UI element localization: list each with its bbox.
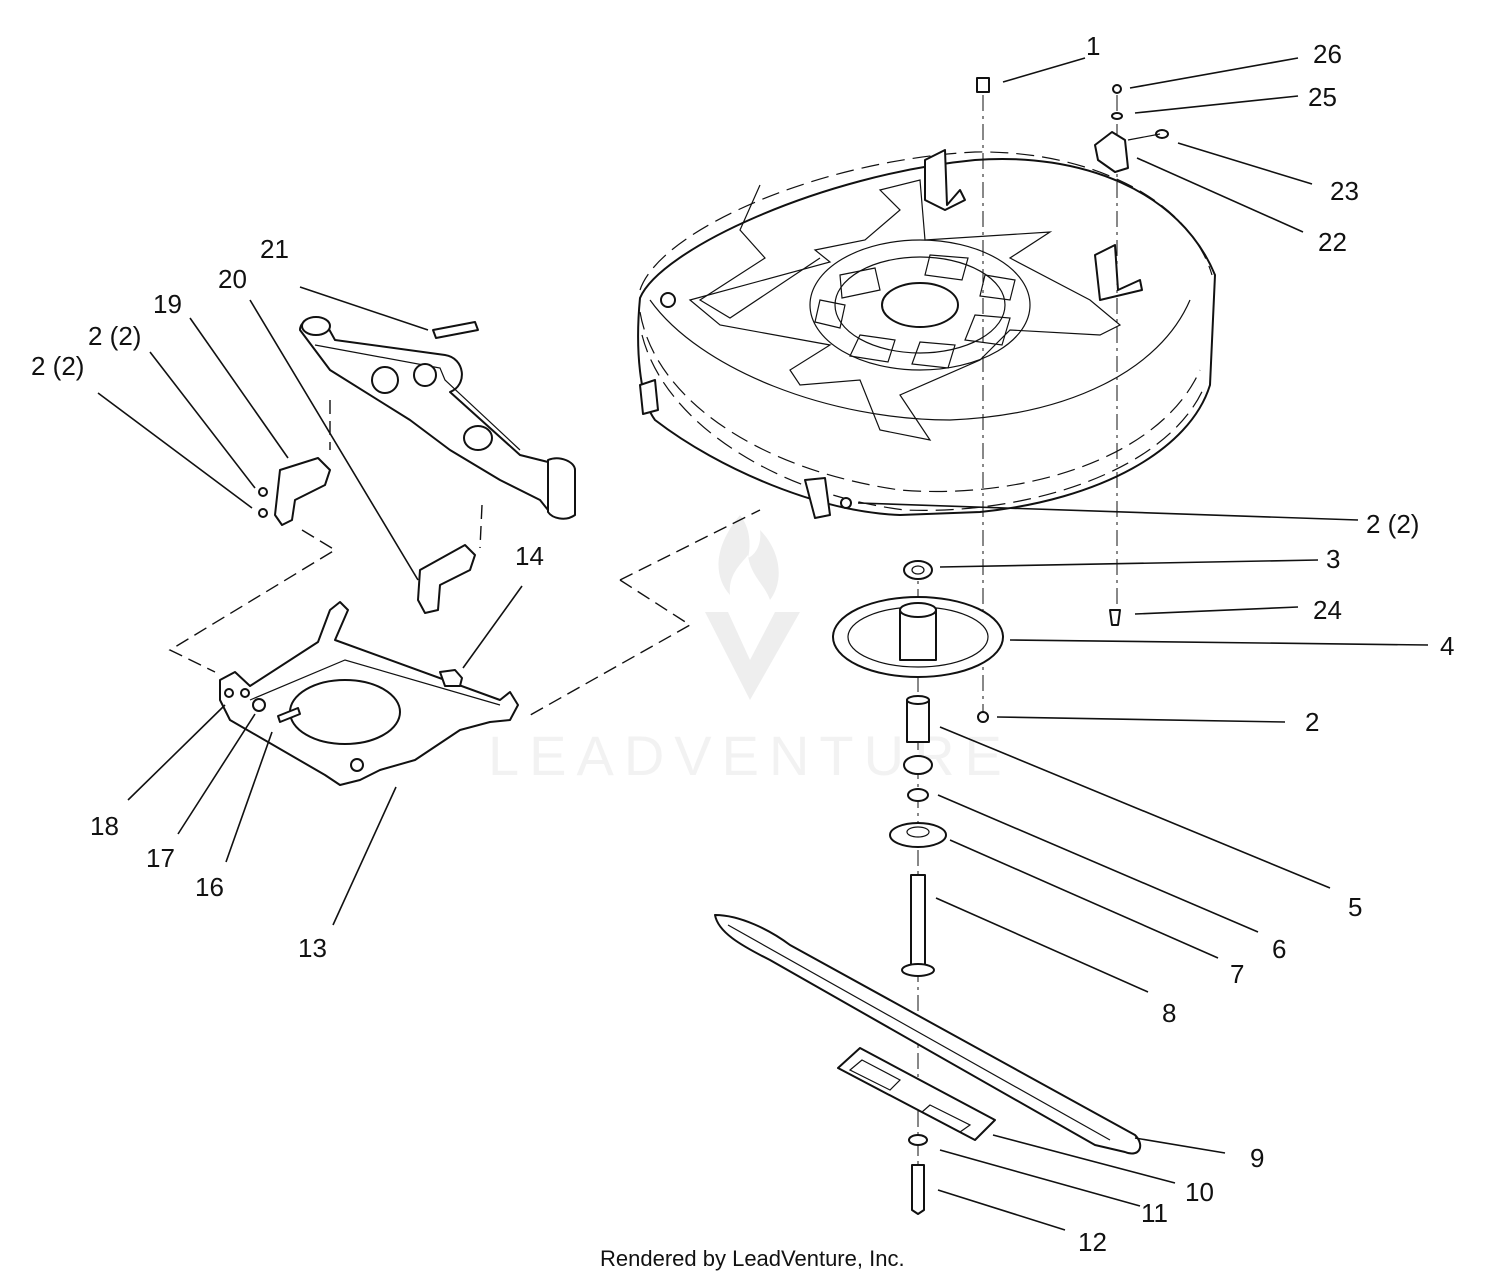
callout-10: 10	[1185, 1177, 1214, 1207]
deck-hardware	[976, 77, 1169, 626]
callout-20: 20	[218, 264, 247, 294]
callout-2-qty2-right: 2 (2)	[1366, 509, 1419, 539]
callout-6: 6	[1272, 934, 1286, 964]
callout-2: 2	[1305, 707, 1319, 737]
mower-deck-housing	[637, 149, 1216, 519]
callout-labels: 1 26 25 23 22 21 20 19 2 (2) 2 (2) 2 (2)…	[31, 31, 1454, 1257]
callout-7: 7	[1230, 959, 1244, 989]
footer-credit: Rendered by LeadVenture, Inc.	[600, 1246, 905, 1271]
mounting-plate	[219, 601, 519, 786]
callout-11: 11	[1141, 1198, 1168, 1228]
callout-17: 17	[146, 843, 175, 873]
callout-24: 24	[1313, 595, 1342, 625]
callout-19: 19	[153, 289, 182, 319]
callout-5: 5	[1348, 892, 1362, 922]
spindle-assembly	[832, 560, 1004, 977]
callout-3: 3	[1326, 544, 1340, 574]
callout-18: 18	[90, 811, 119, 841]
callout-12: 12	[1078, 1227, 1107, 1257]
callout-14: 14	[515, 541, 544, 571]
callout-16: 16	[195, 872, 224, 902]
lift-arm-assembly	[258, 316, 576, 614]
callout-26: 26	[1313, 39, 1342, 69]
callout-4: 4	[1440, 631, 1454, 661]
callout-9: 9	[1250, 1143, 1264, 1173]
callout-8: 8	[1162, 998, 1176, 1028]
callout-13: 13	[298, 933, 327, 963]
callout-2-qty2-left-upper: 2 (2)	[88, 321, 141, 351]
callout-21: 21	[260, 234, 289, 264]
callout-22: 22	[1318, 227, 1347, 257]
mower-blade	[714, 914, 1142, 1215]
callout-2-qty2-left-lower: 2 (2)	[31, 351, 84, 381]
watermark-text: LEADVENTURE	[488, 724, 1012, 787]
callout-23: 23	[1330, 176, 1359, 206]
leader-lines	[97, 57, 1429, 1231]
callout-25: 25	[1308, 82, 1337, 112]
callout-1: 1	[1086, 31, 1100, 61]
